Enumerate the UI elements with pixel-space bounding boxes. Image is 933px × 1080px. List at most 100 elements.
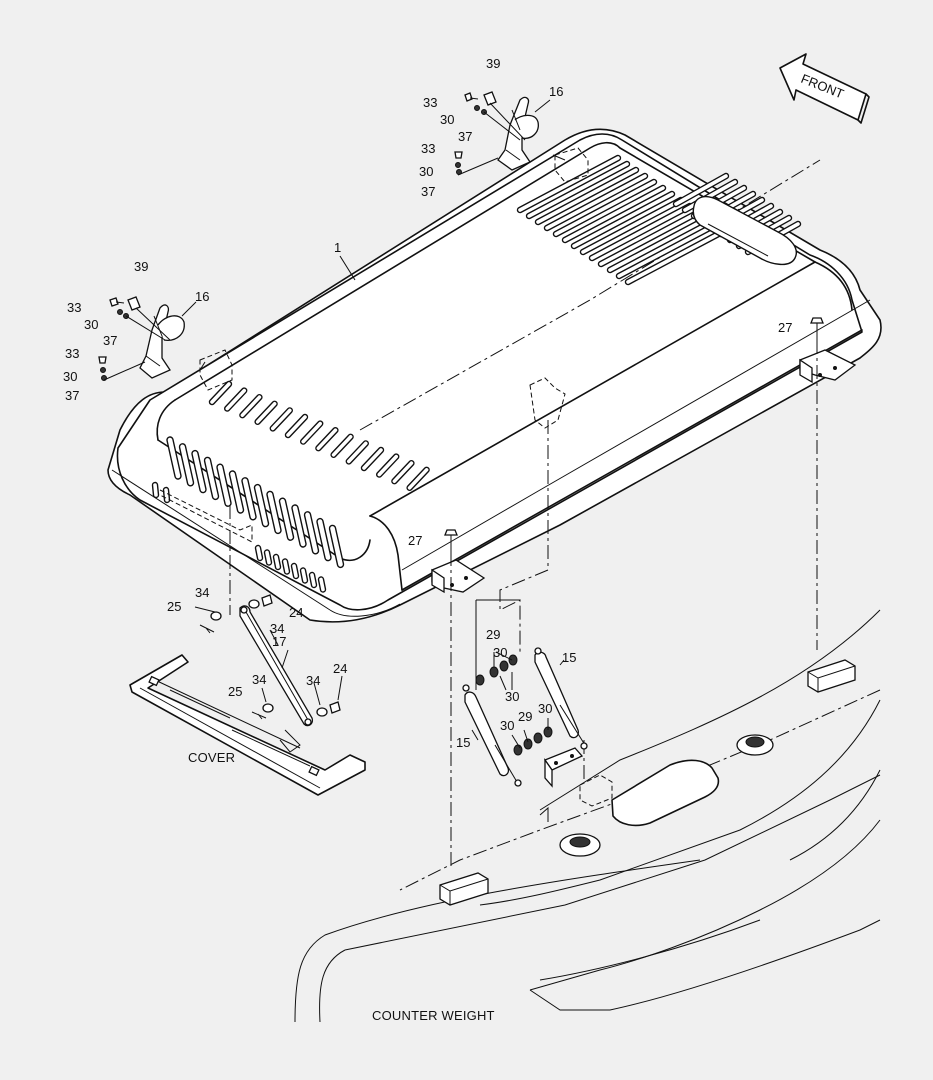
boss-upper [736, 734, 774, 756]
callout-hinge-top-lw1: 37 [458, 129, 472, 144]
callout-gas-spring-left: 15 [456, 735, 470, 750]
callout-hinge-top-b2: 33 [421, 141, 435, 156]
vent-slot [208, 380, 233, 406]
vent-slot [178, 443, 195, 487]
callout-stay-bolt-top: 24 [289, 605, 303, 620]
vent-slot [263, 549, 273, 566]
boss-lower [559, 833, 601, 857]
side-cover-plate: COVER [129, 654, 366, 796]
vent-slot [151, 481, 160, 499]
callout-spring-washer-top: 30 [493, 645, 507, 660]
rest-bolt-right [810, 317, 824, 340]
vent-slots-end [151, 481, 327, 593]
callout-stay-pin-top: 25 [167, 599, 181, 614]
vent-slot [241, 477, 257, 521]
vent-slot [316, 517, 332, 562]
vent-slot [406, 466, 430, 491]
vent-slot [266, 490, 282, 535]
vent-slot [552, 178, 658, 238]
callout-spring-washer-bot1: 30 [500, 718, 514, 733]
cover-caption: COVER [188, 750, 235, 765]
vent-slot [516, 154, 622, 214]
vent-slot [284, 413, 309, 439]
vent-slot [162, 486, 171, 504]
callout-stay-pin-bottom: 25 [228, 684, 242, 699]
callout-spring-spacer-bot: 29 [518, 709, 532, 724]
vent-slot [525, 160, 631, 220]
vent-slot [291, 504, 307, 548]
callout-labels: 1 17 39 16 33 30 37 33 30 37 39 16 33 30… [63, 56, 792, 750]
callout-hinge-left-b2: 33 [65, 346, 79, 361]
gas-spring-left [462, 684, 522, 787]
vent-slot [299, 567, 309, 584]
gas-spring-hardware [471, 599, 584, 788]
callout-hinge-left-lw2: 37 [65, 388, 79, 403]
vent-slots-side [166, 436, 345, 569]
vent-slot [308, 571, 318, 589]
rest-bracket-center [431, 559, 486, 594]
callout-gas-spring-right: 15 [562, 650, 576, 665]
vent-slot [191, 449, 207, 494]
vent-slot [570, 190, 676, 250]
callout-stay-washer-top2: 34 [270, 621, 284, 636]
vent-slot [272, 553, 282, 571]
callout-hinge-top-w1: 30 [440, 112, 454, 127]
vent-slot [269, 407, 293, 432]
vent-slot [254, 544, 264, 562]
callout-stay-washer-top: 34 [195, 585, 209, 600]
vent-slot [328, 524, 345, 569]
vent-slot [303, 511, 320, 555]
gas-spring-right [534, 647, 588, 750]
counter-weight: COUNTER WEIGHT [294, 609, 881, 1023]
callout-hinge-left-w2: 30 [63, 369, 77, 384]
vent-slot [300, 420, 324, 445]
vent-slot [672, 172, 730, 208]
hinge-assembly-top [454, 91, 566, 176]
vent-slot [391, 460, 415, 485]
stay-rod-assembly [194, 594, 343, 727]
vent-slot [315, 427, 339, 452]
callout-hinge-left-b1: 33 [67, 300, 81, 315]
vent-slot [317, 576, 327, 593]
callout-spring-spacer-top: 29 [486, 627, 500, 642]
service-opening [692, 195, 797, 266]
callout-stay-washer-bottom2: 34 [306, 673, 320, 688]
callout-spring-washer-bot2: 30 [538, 701, 552, 716]
callout-hinge-left-bracket: 16 [195, 289, 209, 304]
vent-slot [290, 562, 300, 580]
callout-stay-washer-bottom: 34 [252, 672, 266, 687]
front-direction-arrow: FRONT [779, 53, 870, 124]
callout-hinge-top-bracket: 16 [549, 84, 563, 99]
vent-slot [330, 433, 354, 458]
rest-bracket-right [799, 349, 857, 384]
vent-slot [216, 463, 232, 507]
callout-hinge-left-lw1: 37 [103, 333, 117, 348]
callout-hinge-left-w1: 30 [84, 317, 98, 332]
vent-slot [360, 446, 385, 472]
vent-slot [254, 400, 278, 425]
callout-stay: 17 [272, 634, 286, 649]
callout-hinge-left-bolt: 39 [134, 259, 148, 274]
vent-slot [253, 483, 270, 528]
vent-slot [534, 166, 640, 226]
callout-hinge-top-b1: 33 [423, 95, 437, 110]
callout-hinge-top-bolt: 39 [486, 56, 500, 71]
callout-stay-bolt-bottom: 24 [333, 661, 347, 676]
callout-main-cover: 1 [334, 240, 341, 255]
vent-slot [278, 497, 295, 541]
vent-slot [561, 184, 667, 244]
vent-slot [543, 172, 649, 232]
vent-slot [376, 453, 400, 478]
callout-hinge-top-lw2: 37 [421, 184, 435, 199]
rubber-stop-right [807, 659, 856, 693]
vent-slot [224, 387, 248, 412]
hinge-assembly-left [98, 296, 206, 381]
callout-rest-bolt-right: 27 [778, 320, 792, 335]
callout-rest-bolt-center: 27 [408, 533, 422, 548]
vent-slot [345, 440, 369, 465]
vent-slot [203, 456, 220, 501]
vent-slot [228, 470, 245, 514]
counter-weight-caption: COUNTER WEIGHT [372, 1008, 495, 1023]
vent-slot [239, 394, 263, 419]
vent-slots-top-front [208, 380, 430, 491]
